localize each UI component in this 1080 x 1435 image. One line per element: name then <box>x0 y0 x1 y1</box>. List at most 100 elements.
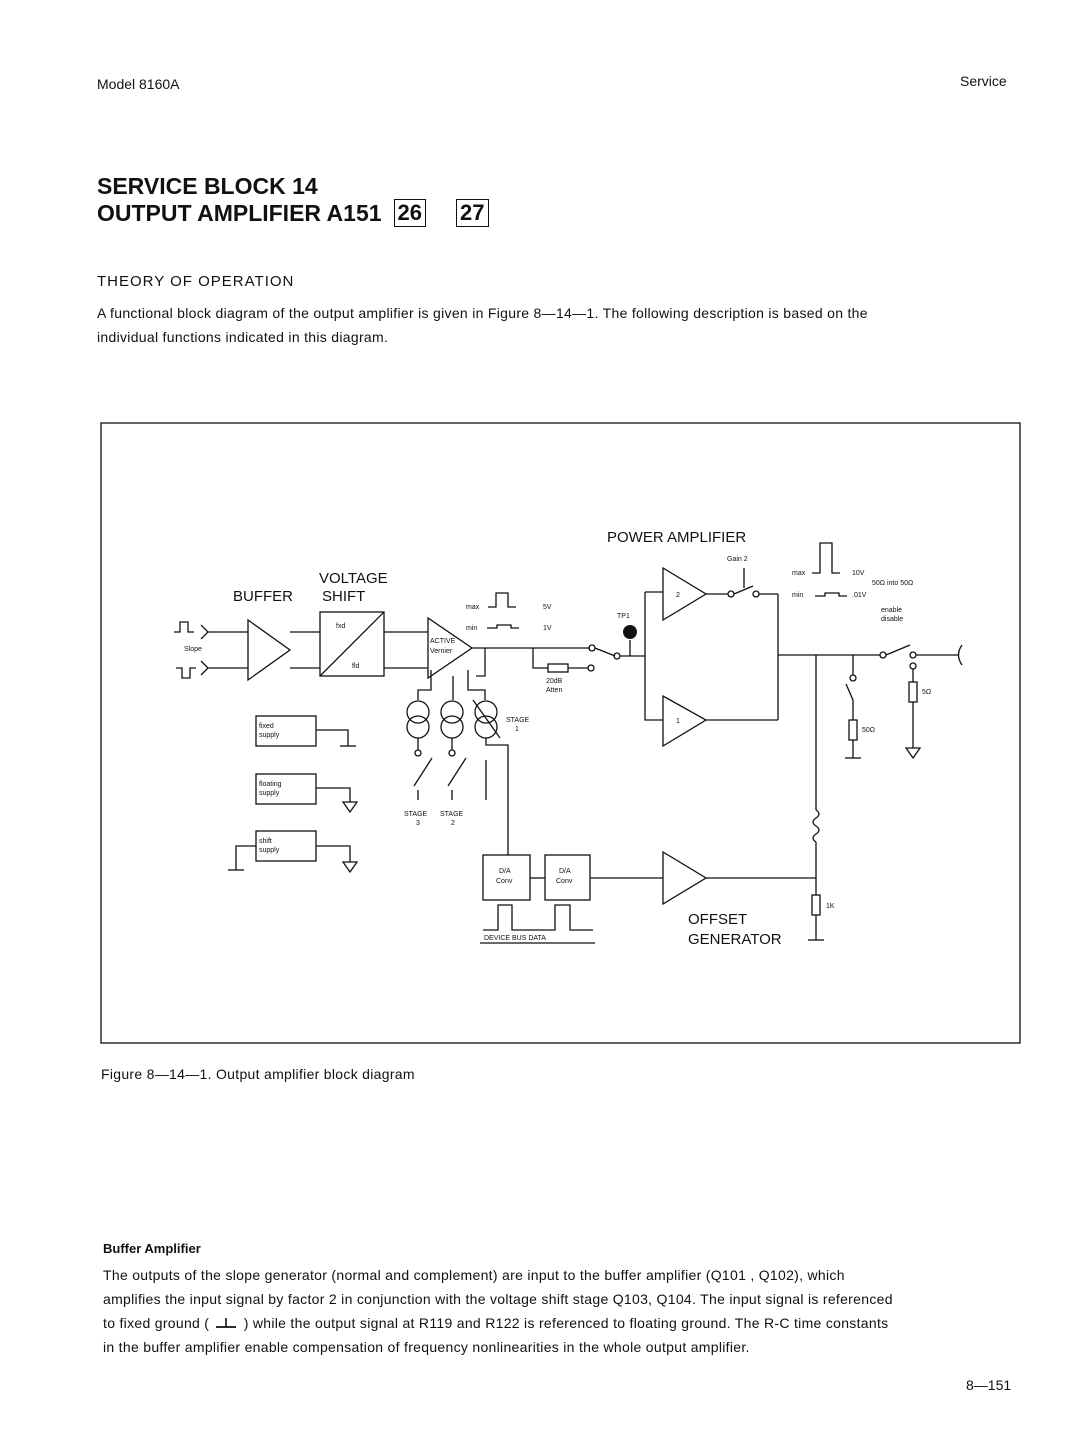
pulse-complement-icon <box>176 667 196 679</box>
da-converter-2 <box>544 854 591 901</box>
resistor-5-ohm <box>908 681 918 703</box>
offset-amplifier-triangle <box>662 850 708 906</box>
amp1-label: 1 <box>676 718 680 725</box>
floating-supply-label-2: supply <box>259 790 280 797</box>
diagram-frame <box>100 422 1021 1044</box>
amp2-label: 2 <box>676 592 680 599</box>
fxd-label: fxd <box>336 623 345 630</box>
min-label-left: min <box>466 625 477 632</box>
buffer-label: BUFFER <box>233 588 293 605</box>
da1-label-a: D/A <box>499 868 511 875</box>
da-converter-1 <box>482 854 531 901</box>
max-pulse-icon-left <box>488 592 516 608</box>
device-bus-data-label: DEVICE BUS DATA <box>484 935 546 942</box>
title-line-1: SERVICE BLOCK 14 <box>97 173 318 199</box>
resistor-1k <box>811 894 821 916</box>
da1-label-b: Conv <box>496 878 513 885</box>
buffer-line-4: in the buffer amplifier enable compensat… <box>103 1339 750 1355</box>
pulse-normal-icon <box>174 621 194 633</box>
output-connector-icon <box>957 644 963 666</box>
tp1-label: TP1 <box>617 613 630 620</box>
figure-caption: Figure 8—14—1. Output amplifier block di… <box>101 1066 415 1082</box>
fixed-supply-label-1: fixed <box>259 723 274 730</box>
theory-heading: THEORY OF OPERATION <box>97 273 295 290</box>
stage1-label-b: 1 <box>515 726 519 733</box>
resistor-50-ohm <box>848 719 858 741</box>
section-label: Service <box>960 73 1007 89</box>
active-vernier-triangle <box>427 616 474 680</box>
r50-label: 50Ω <box>862 727 875 734</box>
vernier-label: Vernier <box>430 648 453 655</box>
atten-label: Atten <box>546 687 562 694</box>
page-title: SERVICE BLOCK 14 OUTPUT AMPLIFIER A151 2… <box>97 173 489 227</box>
generator-label: GENERATOR <box>688 931 782 948</box>
shift-supply-label-1: shift <box>259 838 272 845</box>
fixed-supply-box <box>255 715 317 747</box>
power-amplifier-1-triangle <box>662 694 708 748</box>
shift-label: SHIFT <box>322 588 365 605</box>
buffer-line-3: to fixed ground ( ) while the output sig… <box>103 1311 1033 1335</box>
active-label: ACTIVE <box>430 638 456 645</box>
buffer-line-3b: ) while the output signal at R119 and R1… <box>243 1315 889 1331</box>
buffer-amplifier-paragraph: The outputs of the slope generator (norm… <box>103 1263 1033 1359</box>
power-amplifier-label: POWER AMPLIFIER <box>607 529 746 546</box>
title-line-2: OUTPUT AMPLIFIER A151 26 27 <box>97 199 489 227</box>
da2-label-b: Conv <box>556 878 573 885</box>
buffer-amplifier-heading: Buffer Amplifier <box>103 1241 201 1256</box>
box-number-27: 27 <box>456 199 489 227</box>
inductor-icon <box>812 809 820 843</box>
01v-label: .01V <box>852 592 867 599</box>
model-label: Model 8160A <box>97 76 180 92</box>
ground-symbol-icon <box>216 1318 237 1329</box>
stage2-label-a: STAGE <box>440 811 464 818</box>
buffer-line-2: amplifies the input signal by factor 2 i… <box>103 1291 893 1307</box>
fixed-supply-label-2: supply <box>259 732 280 739</box>
atten-resistor <box>547 663 569 673</box>
buffer-amplifier-triangle <box>247 618 292 682</box>
input-arrow-1 <box>200 624 209 640</box>
shift-supply-box <box>255 830 317 862</box>
5v-label: 5V <box>543 604 552 611</box>
50-into-50-label: 50Ω into 50Ω <box>872 580 913 587</box>
buffer-line-1: The outputs of the slope generator (norm… <box>103 1267 845 1283</box>
offset-label: OFFSET <box>688 911 747 928</box>
max-pulse-icon-right <box>812 542 840 574</box>
theory-line-2: individual functions indicated in this d… <box>97 329 389 345</box>
r5-label: 5Ω <box>922 689 931 696</box>
theory-line-1: A functional block diagram of the output… <box>97 305 868 321</box>
floating-supply-label-1: floating <box>259 781 282 788</box>
voltage-label: VOLTAGE <box>319 570 388 587</box>
min-pulse-icon-right <box>815 592 847 597</box>
stage1-label-a: STAGE <box>506 717 530 724</box>
stage2-label-b: 2 <box>451 820 455 827</box>
r1k-label: 1K <box>826 903 835 910</box>
theory-paragraph: A functional block diagram of the output… <box>97 301 997 349</box>
disable-label: disable <box>881 616 903 623</box>
shift-supply-label-2: supply <box>259 847 280 854</box>
voltage-shift-box <box>319 611 385 677</box>
stage3-label-b: 3 <box>416 820 420 827</box>
power-amplifier-2-triangle <box>662 566 708 622</box>
slope-label: Slope <box>184 646 202 653</box>
bus-pulses <box>483 904 593 931</box>
test-point-1-icon <box>623 625 637 639</box>
enable-label: enable <box>881 607 902 614</box>
da2-label-a: D/A <box>559 868 571 875</box>
input-arrow-2 <box>200 660 209 676</box>
title-text: OUTPUT AMPLIFIER A151 <box>97 200 382 226</box>
fld-label: fld <box>352 663 360 670</box>
stage3-label-a: STAGE <box>404 811 428 818</box>
1v-label: 1V <box>543 625 552 632</box>
page-number: 8—151 <box>966 1377 1012 1393</box>
max-label-left: max <box>466 604 480 611</box>
buffer-line-3a: to fixed ground ( <box>103 1315 210 1331</box>
min-pulse-icon-left <box>487 624 519 629</box>
max-label-right: max <box>792 570 806 577</box>
min-label-right: min <box>792 592 803 599</box>
box-number-26: 26 <box>393 199 427 227</box>
20db-label: 20dB <box>546 678 563 685</box>
10v-label: 10V <box>852 570 865 577</box>
floating-supply-box <box>255 773 317 805</box>
gain-label: Gain 2 <box>727 556 748 563</box>
